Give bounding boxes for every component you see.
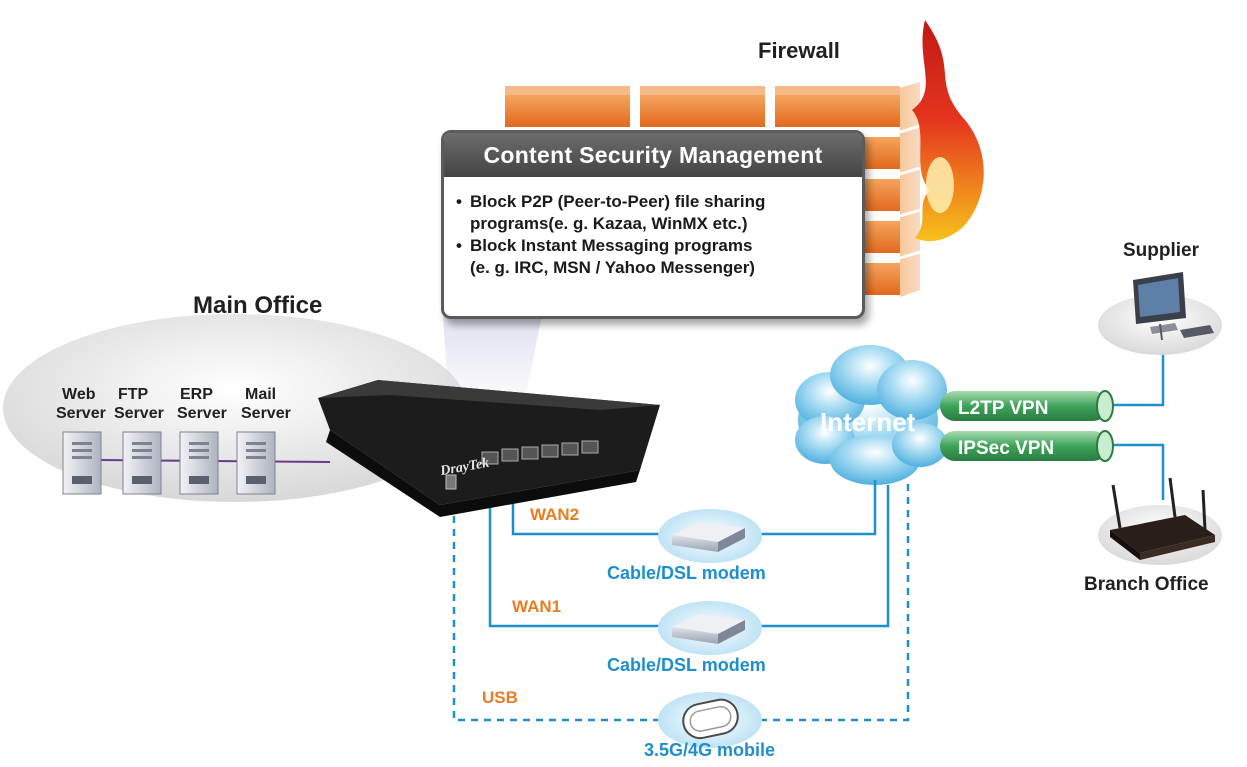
mobile-label: 3.5G/4G mobile xyxy=(644,740,776,760)
wireless-router-icon xyxy=(1110,477,1215,560)
server-label-web-line1: Web xyxy=(62,386,96,403)
main-office-label: Main Office xyxy=(193,292,323,319)
wan1-label: WAN1 xyxy=(512,597,562,616)
server-label-mail-line2: Server xyxy=(241,405,291,422)
content-security-item-line: Block P2P (Peer-to-Peer) file sharing xyxy=(470,192,766,211)
flame-core xyxy=(926,157,954,213)
content-security-title: Content Security Management xyxy=(444,133,862,177)
security-beam xyxy=(442,300,545,400)
internet-label: Internet xyxy=(820,407,916,437)
content-security-item: • Block Instant Messaging programs (e. g… xyxy=(456,235,862,279)
ipsec-vpn-label: IPSec VPN xyxy=(958,438,1054,459)
content-security-list: • Block P2P (Peer-to-Peer) file sharing … xyxy=(444,191,862,279)
server-label-web-line2: Server xyxy=(56,405,106,422)
server-label-ftp-line2: Server xyxy=(114,405,164,422)
branch-office-label: Branch Office xyxy=(1084,574,1209,595)
content-security-item-line: Block Instant Messaging programs xyxy=(470,236,753,255)
server-tower-icon xyxy=(236,431,276,495)
server-label-erp-line2: Server xyxy=(177,405,227,422)
bullet-icon: • xyxy=(456,236,462,255)
usb-mobile-dongle-icon xyxy=(682,698,739,740)
server-label-erp-line1: ERP xyxy=(180,386,213,403)
modem-icon xyxy=(672,614,745,644)
server-tower-icon xyxy=(179,431,219,495)
server-label-mail-line1: Mail xyxy=(245,386,277,403)
content-security-item-line: programs(e. g. Kazaa, WinMX etc.) xyxy=(470,214,748,233)
server-label-ftp-line1: FTP xyxy=(118,386,149,403)
firewall-label: Firewall xyxy=(758,38,840,63)
supplier-label: Supplier xyxy=(1123,240,1200,261)
connection-lines xyxy=(452,350,1165,722)
router-icon xyxy=(318,380,660,517)
bullet-icon: • xyxy=(456,192,462,211)
l2tp-tunnel xyxy=(940,390,1114,422)
modem-label-bottom: Cable/DSL modem xyxy=(607,655,766,675)
internet-cloud xyxy=(795,345,948,485)
l2tp-vpn-label: L2TP VPN xyxy=(958,398,1048,419)
content-security-item-line: (e. g. IRC, MSN / Yahoo Messenger) xyxy=(470,258,755,277)
server-tower-icon xyxy=(122,431,162,495)
ipsec-tunnel xyxy=(940,430,1114,462)
server-tower-icon xyxy=(62,431,102,495)
content-security-box: Content Security Management • Block P2P … xyxy=(441,130,865,319)
desktop-computer-icon xyxy=(1133,272,1214,341)
modem-icon xyxy=(672,522,745,552)
wan2-label: WAN2 xyxy=(530,505,580,524)
content-security-item: • Block P2P (Peer-to-Peer) file sharing … xyxy=(456,191,862,235)
usb-label: USB xyxy=(482,688,518,707)
modem-label-top: Cable/DSL modem xyxy=(607,563,766,583)
